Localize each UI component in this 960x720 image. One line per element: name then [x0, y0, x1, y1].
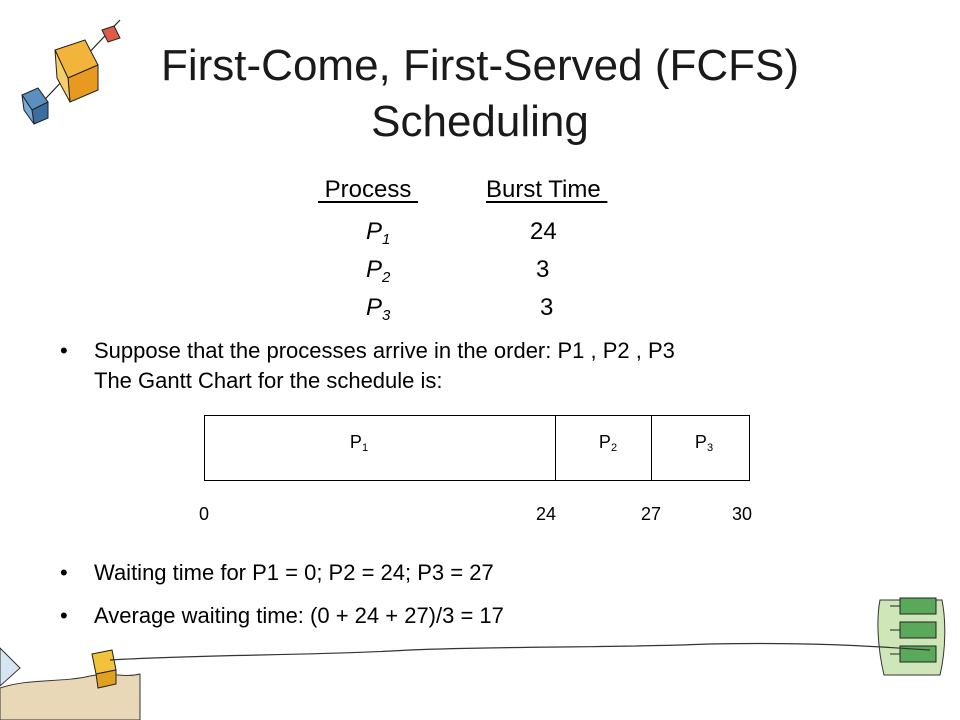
- results-bullets: Waiting time for P1 = 0; P2 = 24; P3 = 2…: [60, 558, 940, 644]
- cube-logo-icon: [21, 19, 121, 125]
- gantt-segment-p3: P3: [651, 416, 750, 480]
- bullet-line-2: The Gantt Chart for the schedule is:: [94, 368, 443, 393]
- bottom-rule: [110, 642, 930, 661]
- gantt-tick: 0: [198, 504, 209, 524]
- gantt-tick: 30: [731, 504, 753, 524]
- gantt-segment-p1: P1: [205, 416, 555, 480]
- bullet-line-1: Suppose that the processes arrive in the…: [94, 338, 675, 363]
- burst-value: 3: [536, 256, 550, 283]
- gantt-label: P2: [598, 432, 618, 454]
- average-waiting-bullet: Average waiting time: (0 + 24 + 27)/3 = …: [60, 601, 940, 631]
- process-name: P1: [366, 218, 391, 248]
- title-line-2: Scheduling: [371, 97, 589, 146]
- gantt-label: P3: [694, 432, 714, 454]
- gantt-label: P1: [349, 432, 369, 454]
- header-process: Process: [318, 176, 419, 203]
- waiting-time-bullet: Waiting time for P1 = 0; P2 = 24; P3 = 2…: [60, 558, 940, 588]
- gantt-tick: 27: [640, 504, 662, 524]
- bullet-item: Suppose that the processes arrive in the…: [60, 336, 940, 396]
- gantt-chart: P1 P2 P3: [204, 415, 750, 481]
- process-name: P2: [366, 256, 391, 286]
- intro-bullets: Suppose that the processes arrive in the…: [60, 336, 940, 396]
- slide-title: First-Come, First-Served (FCFS) Scheduli…: [0, 38, 960, 150]
- hand-cube-icon: [0, 647, 141, 720]
- gantt-segment-p2: P2: [555, 416, 652, 480]
- title-line-1: First-Come, First-Served (FCFS): [161, 41, 799, 90]
- process-name: P3: [366, 294, 391, 324]
- header-burst-time: Burst Time: [486, 176, 608, 203]
- burst-value: 3: [540, 294, 554, 321]
- gantt-tick: 24: [535, 504, 557, 524]
- burst-value: 24: [530, 218, 557, 245]
